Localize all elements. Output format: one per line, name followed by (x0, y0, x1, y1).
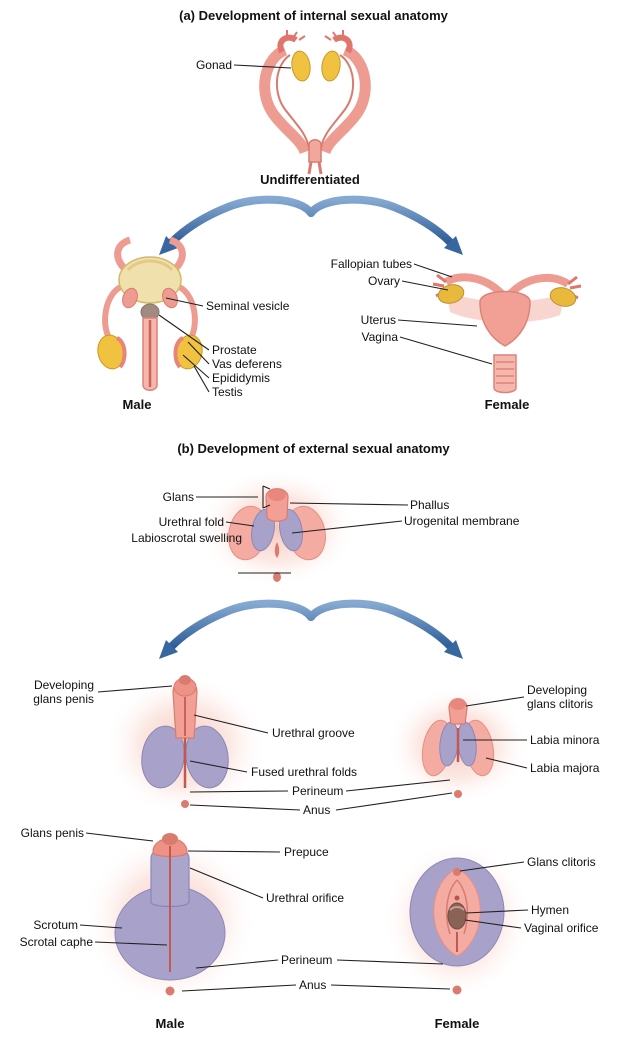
label-ovary: Ovary (367, 274, 400, 288)
label-urethral-groove: Urethral groove (272, 726, 355, 740)
illustration-mature-male (82, 832, 258, 1008)
label-uterus: Uterus (360, 313, 396, 327)
label-glans-penis: Glans penis (20, 826, 84, 840)
seminal-vesicle-shape (162, 287, 178, 309)
heading-female-internal: Female (484, 397, 530, 412)
heading-male-external: Male (155, 1016, 185, 1031)
label-perineum-mature: Perineum (281, 953, 333, 967)
label-fused-urethral-folds: Fused urethral folds (251, 765, 358, 779)
arrowhead-right (444, 640, 463, 659)
label-scrotal-raphe: Scrotal caphe (19, 935, 93, 949)
label-gonad: Gonad (195, 58, 232, 72)
label-epididymis: Epididymis (212, 371, 271, 385)
label-vaginal-orifice: Vaginal orifice (524, 921, 599, 935)
label-undifferentiated: Undifferentiated (260, 172, 360, 187)
branch-arrow-external (159, 599, 463, 659)
arrowhead-right (444, 236, 463, 255)
label-scrotum: Scrotum (33, 918, 78, 932)
label-prostate: Prostate (212, 343, 257, 357)
label-urethral-orifice: Urethral orifice (266, 891, 345, 905)
illustration-developing-male (103, 673, 267, 817)
gonad-shape (321, 50, 341, 82)
label-labioscrotal-swelling: Labioscrotal swelling (131, 531, 242, 545)
ovary-shape (549, 287, 577, 307)
uterus-shape (479, 290, 531, 347)
label-testis: Testis (212, 385, 243, 399)
label-vas-deferens: Vas deferens (212, 357, 282, 371)
label-developing-glans-penis: Developing glans penis (33, 678, 94, 706)
label-glans-clitoris: Glans clitoris (527, 855, 596, 869)
label-anus-developing: Anus (303, 803, 331, 817)
leader-lines (79, 64, 529, 992)
label-labia-majora: Labia majora (530, 761, 600, 775)
label-labia-minora: Labia minora (530, 733, 600, 747)
seminal-vesicle-shape (122, 287, 138, 309)
label-glans: Glans (162, 490, 194, 504)
branch-arrow-internal (159, 195, 463, 255)
heading-male-internal: Male (122, 397, 152, 412)
label-hymen: Hymen (531, 903, 570, 917)
label-developing-glans-clitoris: Developing glans clitoris (527, 683, 594, 711)
label-fallopian-tubes: Fallopian tubes (330, 257, 412, 271)
arrowhead-left (159, 640, 178, 659)
illustration-undifferentiated-internal (259, 30, 371, 175)
label-phallus: Phallus (410, 498, 450, 512)
hymen-shape (449, 906, 465, 911)
heading-female-external: Female (434, 1016, 480, 1031)
vaginal-orifice-shape (447, 902, 467, 930)
label-anus-mature: Anus (299, 978, 327, 992)
illustration-external-undifferentiated (197, 468, 357, 588)
arrowhead-left (159, 236, 178, 255)
label-prepuce: Prepuce (284, 845, 329, 859)
illustration-female-internal (432, 273, 582, 394)
illustration-mature-female (382, 840, 532, 1000)
label-urethral-fold: Urethral fold (158, 515, 224, 529)
illustration-developing-female (386, 685, 530, 805)
glans-clitoris-shape (453, 868, 461, 876)
section-a-title: (a) Development of internal sexual anato… (179, 8, 448, 23)
illustration-male-internal (97, 236, 203, 391)
label-urogenital-membrane: Urogenital membrane (404, 514, 520, 528)
section-b-title: (b) Development of external sexual anato… (177, 441, 450, 456)
label-seminal-vesicle: Seminal vesicle (206, 299, 290, 313)
label-perineum-developing: Perineum (292, 784, 344, 798)
label-vagina: Vagina (361, 330, 398, 344)
gonad-shape (291, 50, 311, 82)
